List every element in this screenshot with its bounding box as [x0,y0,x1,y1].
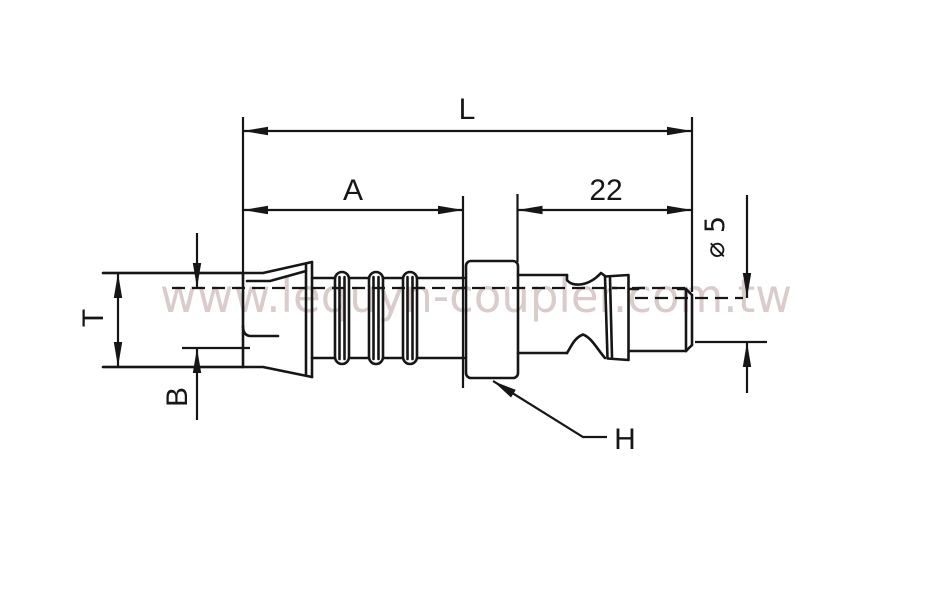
arrow-T-down [113,342,123,367]
cone-interior-bottom [241,324,280,338]
arrow-22-left [517,205,543,215]
plug-cylinder [516,273,569,355]
plug-groove [565,271,607,360]
tail-bottom-edge [101,365,314,379]
watermark-text: www.lequyn-coupler.com.tw [160,269,792,323]
arrow-L-left [243,126,268,136]
barb-rings [333,270,419,366]
arrow-A-right [438,205,463,215]
part-outline [101,259,694,380]
plug-tip [628,287,694,353]
arrow-H-leader [493,381,516,398]
arrow-22-right [667,205,692,215]
barb-shaft [310,276,466,360]
plug-flange [603,273,630,362]
hidden-bore-lines [172,286,743,300]
arrow-L-right [667,126,692,136]
arrow-B-bottom [192,348,202,373]
arrow-T-up [113,273,123,298]
label-A: A [343,174,363,207]
label-B: B [161,387,194,407]
label-H: H [614,423,636,456]
barb-ring [333,270,351,366]
arrow-phi5-bottom [742,342,752,367]
hex-collar [464,259,520,380]
label-L: L [459,93,476,126]
arrow-A-left [243,205,268,215]
barb-ring [401,270,419,366]
arrow-phi5-top [742,273,752,298]
cone-interior-top [245,269,308,283]
tail-top-edge [101,260,314,275]
arrow-B-top [192,263,202,288]
label-phi5: ⌀ 5 [700,216,731,258]
label-22: 22 [589,174,622,207]
leader-line-H [492,380,607,439]
barb-ring [367,270,385,366]
arrowheads [113,126,752,398]
label-T: T [77,309,110,327]
